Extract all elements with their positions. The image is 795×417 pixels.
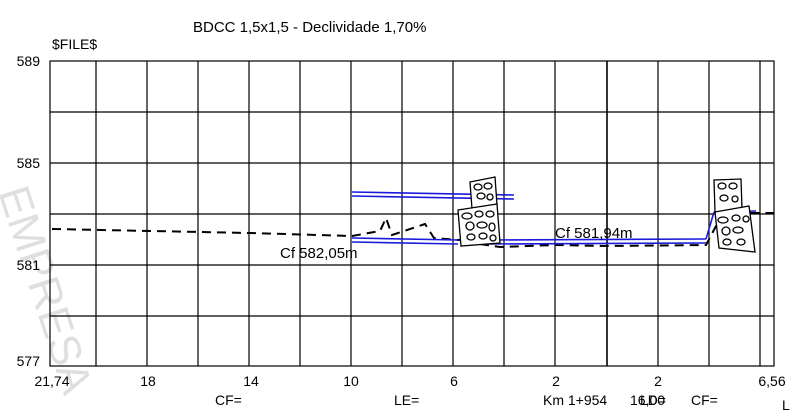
annotation-cf-right: Cf 581,94m [555, 225, 633, 242]
watermark-text: EMPRESA [0, 180, 102, 400]
x-tick-label: 14 [243, 373, 259, 389]
annotation-cf-left: Cf 582,05m [280, 245, 358, 262]
masonry-stone [478, 232, 488, 240]
masonry-stone [731, 214, 741, 222]
masonry-stone [486, 193, 494, 201]
masonry-stone [736, 238, 746, 246]
culvert-pipe [351, 191, 757, 245]
masonry-stone [461, 212, 473, 220]
masonry-stone [488, 222, 496, 232]
bottom-info: CF= LE= Km 1+954 16,00 LD= CF= L [215, 392, 790, 413]
ground-line-left [51, 215, 481, 242]
x-tick-label: 6,56 [758, 373, 785, 389]
masonry-stone [465, 221, 475, 231]
ld-label: LD= [640, 392, 666, 408]
masonry-stone [474, 210, 484, 218]
drawing-title: BDCC 1,5x1,5 - Declividade 1,70% [193, 19, 426, 36]
masonry-stone [489, 234, 497, 242]
x-tick-label: 18 [140, 373, 156, 389]
masonry-stone [717, 216, 729, 224]
edge-label: L [782, 397, 790, 413]
masonry-stone [742, 215, 750, 223]
x-tick-label: 21,74 [34, 373, 69, 389]
y-axis-labels: 589 585 581 577 [17, 53, 41, 369]
masonry-stone [485, 210, 495, 218]
pipe-invert-line [483, 242, 707, 245]
masonry-stone [728, 182, 738, 190]
file-label: $FILE$ [52, 36, 97, 52]
x-tick-label: 6 [450, 373, 458, 389]
y-tick-label: 589 [17, 53, 41, 69]
pipe-bottom-line [351, 241, 459, 245]
km-label: Km 1+954 [543, 392, 607, 408]
masonry-stone [719, 194, 729, 202]
masonry-stone [717, 182, 727, 190]
masonry-stone [722, 238, 732, 246]
y-tick-label: 581 [17, 257, 41, 273]
masonry-stone [483, 182, 493, 190]
outlet-headwall [713, 178, 756, 253]
inlet-headwall [457, 176, 501, 247]
pipe-invert-line [483, 238, 707, 241]
masonry-stone [473, 183, 483, 191]
cf-left-label: CF= [215, 392, 242, 408]
masonry-stone [476, 221, 488, 229]
le-label: LE= [394, 392, 419, 408]
x-tick-label: 10 [343, 373, 359, 389]
x-tick-label: 2 [654, 373, 662, 389]
masonry-stone [732, 226, 744, 234]
masonry-stone [466, 233, 476, 241]
ground-profile [51, 212, 774, 249]
x-tick-label: 2 [552, 373, 560, 389]
station-label: 16,00 [630, 392, 665, 408]
pipe-bottom-line [351, 237, 459, 241]
y-tick-label: 585 [17, 155, 41, 171]
masonry-stone [731, 195, 739, 203]
masonry-stone [721, 226, 731, 236]
y-tick-label: 577 [17, 353, 41, 369]
cf-right-label: CF= [691, 392, 718, 408]
pipe-outlet-riser [705, 211, 715, 240]
watermark: EMPRESA [0, 180, 102, 400]
x-axis-labels: 21,74 18 14 10 6 2 2 6,56 [34, 373, 785, 389]
grid [49, 60, 775, 367]
masonry-stone [476, 192, 486, 200]
